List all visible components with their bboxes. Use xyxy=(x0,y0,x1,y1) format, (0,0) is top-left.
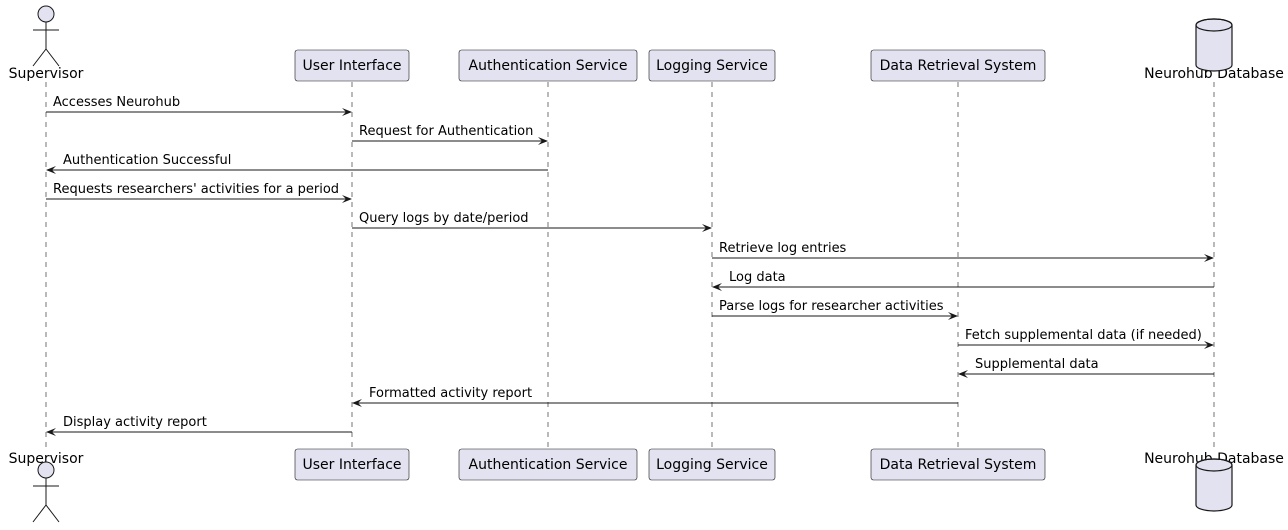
message-5: Query logs by date/period xyxy=(352,211,712,232)
participant-label: Supervisor xyxy=(9,66,84,82)
database-neurohub-top: Neurohub Database xyxy=(1144,18,1284,82)
participant-label: Logging Service xyxy=(656,457,768,473)
message-3: Authentication Successful xyxy=(46,153,548,174)
participant-auth-bottom: Authentication Service xyxy=(458,448,638,481)
participant-logging-top: Logging Service xyxy=(648,49,776,82)
actor-icon xyxy=(32,5,60,67)
message-label: Query logs by date/period xyxy=(359,211,529,226)
message-7: Log data xyxy=(712,270,1214,291)
message-label: Fetch supplemental data (if needed) xyxy=(965,328,1202,343)
actor-supervisor-bottom: Supervisor xyxy=(9,451,84,523)
actor-icon xyxy=(32,461,60,523)
participants-bottom: Supervisor User Interface Authentication S… xyxy=(9,448,1284,523)
message-4: Requests researchers' activities for a p… xyxy=(46,182,352,203)
message-label: Supplemental data xyxy=(975,357,1099,372)
message-label: Parse logs for researcher activities xyxy=(719,299,944,314)
participant-box xyxy=(648,49,776,82)
participant-auth-top: Authentication Service xyxy=(458,49,638,82)
message-label: Authentication Successful xyxy=(63,153,231,168)
message-label: Log data xyxy=(729,270,786,285)
message-10: Supplemental data xyxy=(958,357,1214,378)
message-12: Display activity report xyxy=(46,415,352,436)
participant-label: Supervisor xyxy=(9,451,84,467)
participant-box xyxy=(870,448,1046,481)
message-9: Fetch supplemental data (if needed) xyxy=(958,328,1214,349)
message-label: Request for Authentication xyxy=(359,124,533,139)
participant-box xyxy=(870,49,1046,82)
participant-box xyxy=(458,49,638,82)
participant-box xyxy=(648,448,776,481)
participant-label: User Interface xyxy=(302,457,401,473)
participant-label: Authentication Service xyxy=(469,457,628,473)
message-6: Retrieve log entries xyxy=(712,241,1214,262)
message-label: Requests researchers' activities for a p… xyxy=(53,182,339,197)
database-icon xyxy=(1195,458,1233,512)
message-label: Formatted activity report xyxy=(369,386,532,401)
message-label: Accesses Neurohub xyxy=(53,95,180,110)
participant-ui-bottom: User Interface xyxy=(294,448,410,481)
message-2: Request for Authentication xyxy=(352,124,548,145)
message-1: Accesses Neurohub xyxy=(46,95,352,116)
participant-box xyxy=(458,448,638,481)
message-8: Parse logs for researcher activities xyxy=(712,299,958,320)
participant-label: Neurohub Database xyxy=(1144,66,1284,82)
participant-box xyxy=(294,49,410,82)
participant-label: Authentication Service xyxy=(469,58,628,74)
participant-box xyxy=(294,448,410,481)
participant-drs-top: Data Retrieval System xyxy=(870,49,1046,82)
participant-label: Data Retrieval System xyxy=(880,58,1037,74)
lifelines xyxy=(45,82,1215,450)
participant-label: Logging Service xyxy=(656,58,768,74)
participants-top: Supervisor User Interface Authentication S… xyxy=(9,5,1284,82)
database-icon xyxy=(1195,18,1233,72)
participant-ui-top: User Interface xyxy=(294,49,410,82)
participant-label: User Interface xyxy=(302,58,401,74)
message-label: Display activity report xyxy=(63,415,207,430)
message-11: Formatted activity report xyxy=(352,386,958,407)
participant-logging-bottom: Logging Service xyxy=(648,448,776,481)
participant-drs-bottom: Data Retrieval System xyxy=(870,448,1046,481)
database-neurohub-bottom: Neurohub Database xyxy=(1144,451,1284,512)
message-label: Retrieve log entries xyxy=(719,241,847,256)
participant-label: Data Retrieval System xyxy=(880,457,1037,473)
actor-supervisor-top: Supervisor xyxy=(9,5,84,82)
